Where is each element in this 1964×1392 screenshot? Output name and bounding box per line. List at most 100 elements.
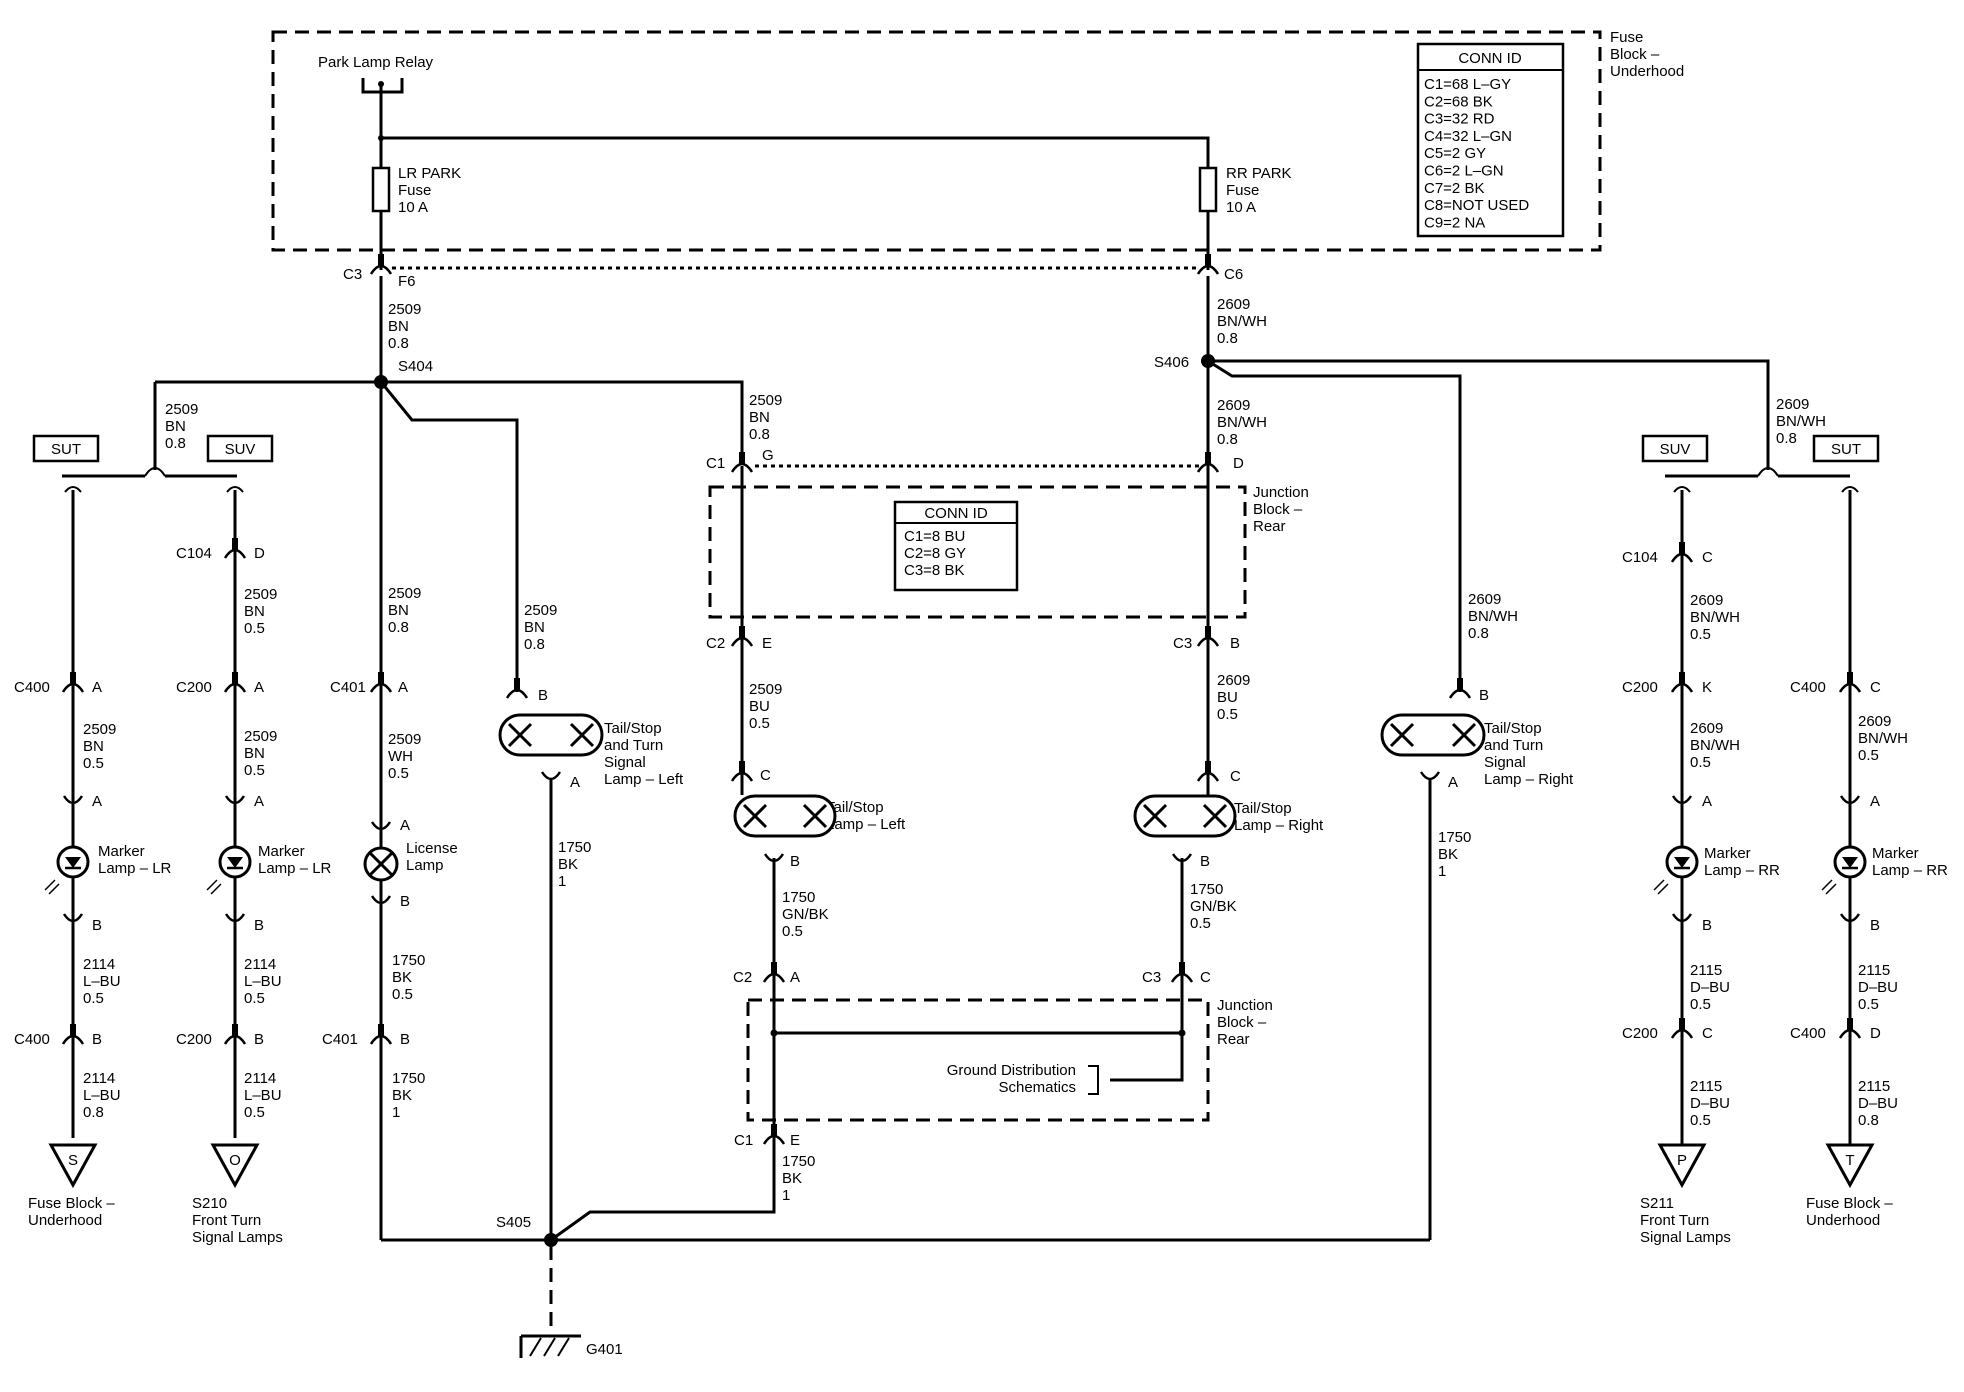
offpage-p-dest: Front Turn (1640, 1212, 1709, 1229)
wire-label: 0.5 (388, 765, 409, 782)
wire-label: 2609 (1217, 397, 1250, 414)
wire-label: 2115 (1690, 1078, 1722, 1095)
wire-label: 1750 (782, 889, 815, 906)
wire-label: 2115 (1858, 962, 1890, 979)
offpage-p-dest: Signal Lamps (1640, 1229, 1731, 1246)
connector-symbol (1448, 688, 1472, 699)
splice-s405 (544, 1233, 558, 1247)
offpage-t-dest: Underhood (1806, 1212, 1880, 1229)
fuse-right-label-2: Fuse (1226, 182, 1259, 199)
lamp-label: and Turn (1484, 737, 1543, 754)
wire-label: D–BU (1690, 979, 1730, 996)
badge-suv-left (206, 434, 274, 463)
fuse-right-label-3: 10 A (1226, 199, 1256, 216)
variant-hop (1757, 467, 1779, 477)
ground-symbol (519, 1334, 581, 1358)
conn-label: A (398, 679, 408, 696)
fuse-right-label-1: RR PARK (1226, 165, 1292, 182)
wire-label: 0.5 (83, 755, 104, 772)
connector-pin (1679, 1018, 1685, 1030)
pin-label: A (1448, 774, 1458, 791)
connector-pin (232, 672, 238, 684)
terminal-symbol (224, 795, 246, 805)
pin-label: B (1702, 917, 1712, 934)
conn-label: D (254, 545, 265, 562)
junction-label: Junction (1217, 997, 1273, 1014)
relay-label: Park Lamp Relay (318, 54, 434, 71)
junction-dot (770, 1029, 778, 1037)
light-ray (1821, 879, 1833, 891)
wire-label: BN (524, 619, 545, 636)
wire-label: 2509 (388, 585, 421, 602)
wire-label: GN/BK (1190, 898, 1237, 915)
wire-label: BN (749, 409, 770, 426)
wire-label: 2114 (244, 956, 276, 973)
wire (1110, 985, 1184, 1082)
junction-label: Junction (1253, 484, 1309, 501)
lamp-label: Marker (98, 843, 145, 860)
wire-label: L–BU (244, 1087, 282, 1104)
fuse-block-label-1: Fuse (1610, 29, 1643, 46)
connector-pin (232, 1024, 238, 1036)
wire-label: 0.8 (1217, 431, 1238, 448)
lamp-label: Lamp (406, 857, 444, 874)
conn-label: A (254, 679, 264, 696)
wire-label: 2609 (1858, 713, 1891, 730)
filament-x (1202, 803, 1228, 829)
light-ray (210, 883, 222, 895)
c6-label: C6 (1224, 266, 1243, 283)
badge-sut-right (1812, 434, 1880, 463)
connector-pin (771, 962, 777, 974)
wire-label: 2609 (1690, 720, 1723, 737)
lamp-label: Lamp – Left (604, 771, 684, 788)
connector-pin (1679, 542, 1685, 554)
wire-label: GN/BK (782, 906, 829, 923)
terminal-symbol (1171, 853, 1193, 863)
terminal-symbol (1671, 913, 1693, 923)
lamp-label: Tail/Stop (826, 799, 884, 816)
wire-label: BU (1217, 689, 1238, 706)
connector-pin (1205, 254, 1211, 266)
wire-label: BN/WH (1217, 414, 1267, 431)
pin-label: C (760, 767, 771, 784)
lamp-label: and Turn (604, 737, 663, 754)
filament-x (507, 722, 533, 748)
wire-label: BK (392, 1087, 412, 1104)
wire-label: 1750 (1190, 881, 1223, 898)
fuse-block-outline (271, 30, 1602, 252)
light-ray (1825, 883, 1837, 895)
wire-label: 2509 (165, 401, 198, 418)
lamp-label: License (406, 840, 458, 857)
lamp-label: Lamp – LR (98, 860, 172, 877)
offpage-o (210, 1143, 260, 1189)
connector-pin (739, 626, 745, 638)
wire-label: 2509 (388, 731, 421, 748)
conn-label: C400 (1790, 679, 1826, 696)
column-suv-marker-lr: C104 D 2509 BN 0.5 C200 A 2509 BN 0.5 A … (176, 486, 332, 1138)
splice-s406-label: S406 (1154, 354, 1189, 371)
connector-pin (1179, 962, 1185, 974)
connector-pin (514, 678, 520, 690)
lamp-label: Signal (604, 754, 646, 771)
fuse-conn-id-row: C6=2 L–GN (1424, 163, 1504, 180)
bus-junction (378, 135, 384, 141)
fuse-block-underhood: Fuse Block – Underhood Park Lamp Relay L… (271, 29, 1684, 270)
connector-pin (232, 538, 238, 550)
fuse-conn-id-row: C2=68 BK (1424, 93, 1493, 110)
terminal-symbol (1839, 913, 1861, 923)
wire-label: 2114 (83, 956, 115, 973)
junction-conn-id-row: C2=8 GY (904, 545, 966, 562)
connector-pin (70, 1024, 76, 1036)
terminal-symbol (1839, 795, 1861, 805)
diode-icon (227, 857, 243, 868)
variant-hop (226, 486, 244, 493)
diode-icon (65, 857, 81, 868)
wire-label: 0.5 (1858, 996, 1879, 1013)
offpage-t-letter: T (1845, 1152, 1854, 1169)
lamp-label: Lamp – Left (826, 816, 906, 833)
junction-dot (1178, 1029, 1186, 1037)
wire-label: 2509 (83, 721, 116, 738)
pin-label: A (92, 793, 102, 810)
